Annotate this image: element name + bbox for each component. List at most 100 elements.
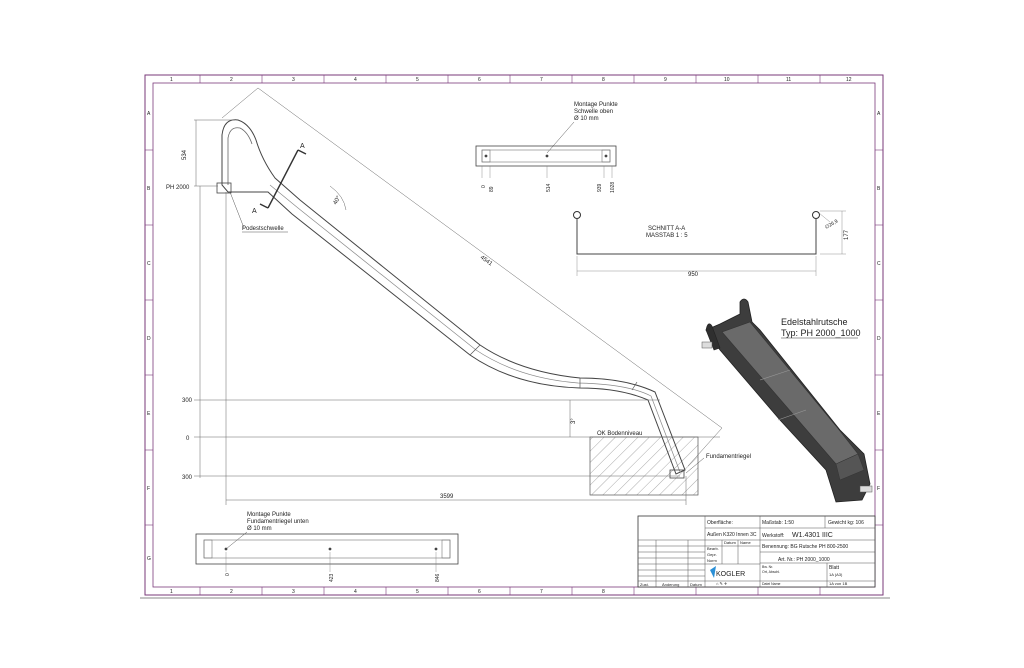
- bottom-note-line2: Fundamentriegel unten: [247, 519, 309, 525]
- handrail-inner: [227, 127, 253, 185]
- column-label: 12: [846, 77, 852, 83]
- side-view: A A 534 PH 2000 4541 40° 3° 300 0 300: [166, 87, 751, 505]
- bottom-note-line3: Ø 10 mm: [247, 526, 272, 532]
- podest-sill: [216, 182, 232, 194]
- row-label: D: [877, 336, 881, 342]
- section-dim-radius: ∅26,9: [824, 218, 839, 230]
- top-dim-89: 89: [489, 186, 495, 192]
- label-fundament: Fundamentriegel: [706, 454, 751, 460]
- tb-rev-datum: Datum: [690, 582, 702, 587]
- logo-text: KOGLER: [716, 571, 745, 578]
- column-label: 9: [664, 77, 667, 83]
- dim-level-0: 0: [186, 436, 190, 442]
- dim-platform-height: PH 2000: [166, 185, 190, 191]
- row-label: D: [147, 336, 151, 342]
- company-logo: KOGLER ⌂ ✎ ✈: [710, 566, 745, 586]
- tb-col-datum: Datum: [724, 540, 736, 545]
- slide-outline: [221, 119, 686, 475]
- label-podest: Podestschwelle: [242, 226, 284, 232]
- label-ok-boden: OK Bodenniveau: [597, 431, 642, 437]
- dim-level-300: 300: [182, 398, 193, 404]
- svg-text:⌂ ✎ ✈: ⌂ ✎ ✈: [716, 581, 728, 586]
- dim-angle-top: 40°: [333, 195, 343, 206]
- column-label: 4: [354, 589, 357, 595]
- tb-small1: Bw. Nr.: [762, 565, 773, 569]
- row-label: C: [147, 261, 151, 267]
- bottom-dim-0: 0: [225, 573, 231, 576]
- tb-row-gepr: Gepr.: [707, 552, 717, 557]
- top-note-line1: Montage Punkte: [574, 102, 618, 108]
- dim-slide-length: 4541: [479, 255, 494, 268]
- tb-blatt: Blatt: [829, 565, 840, 571]
- frame-column-labels: 1 2 3 4 5 6 7 8 9 10 11 12 1 2 3 4 5 6 7…: [170, 77, 852, 595]
- section-dim-width: 950: [688, 272, 699, 278]
- tb-werkstoff-value: W1.4301 IIIC: [792, 532, 833, 539]
- sheet-frame: [140, 74, 890, 599]
- column-label: 4: [354, 77, 357, 83]
- bottom-dim-846: 846: [435, 573, 441, 582]
- row-label: F: [877, 486, 880, 492]
- iso-title-line1: Edelstahlrutsche: [781, 317, 848, 327]
- tb-oberflaeche-label: Oberfläche:: [707, 520, 733, 526]
- column-label: 1: [170, 77, 173, 83]
- tb-art-nr: Art. Nr.: PH 2000_1000: [778, 557, 830, 563]
- row-label: A: [877, 111, 881, 117]
- foundation-bar: [669, 469, 685, 479]
- column-label: 11: [786, 77, 791, 83]
- title-block: Oberfläche: Außen K320 Innen 3C Maßstab:…: [637, 515, 876, 588]
- section-a-a: SCHNITT A-A MASSTAB 1 : 5 950 177 ∅26,9: [573, 210, 850, 278]
- dim-handrail-height: 534: [182, 149, 188, 160]
- row-label: G: [147, 556, 151, 562]
- bottom-note-line1: Montage Punkte: [247, 512, 291, 518]
- column-label: 8: [602, 589, 605, 595]
- column-label: 5: [416, 77, 419, 83]
- dim-level-minus-300: 300: [182, 475, 193, 481]
- column-label: 6: [478, 589, 481, 595]
- row-label: E: [877, 411, 881, 417]
- column-label: 8: [602, 77, 605, 83]
- column-label: 2: [230, 589, 233, 595]
- row-label: B: [877, 186, 881, 192]
- section-marker-top: A: [300, 143, 305, 150]
- row-label: C: [877, 261, 881, 267]
- iso-view: Edelstahlrutsche Typ: PH 2000_1000: [701, 298, 873, 503]
- column-label: 7: [540, 589, 543, 595]
- section-dim-height: 177: [844, 229, 850, 240]
- dim-angle-bottom: 3°: [571, 418, 577, 424]
- ground-hatch: [589, 436, 699, 496]
- bottom-dim-423: 423: [329, 573, 335, 582]
- column-label: 3: [292, 589, 295, 595]
- tb-row-bearb: Bearb.: [707, 546, 719, 551]
- tb-blatt-a: 1A (A3): [829, 572, 843, 577]
- row-label: A: [147, 111, 151, 117]
- tb-row-norm: Norm: [707, 558, 717, 563]
- tb-benennung: Benennung: BG Rutsche PH 800-2500: [762, 544, 848, 550]
- bottom-view-foundation: Montage Punkte Fundamentriegel unten Ø 1…: [195, 512, 459, 582]
- tb-massstab: Maßstab: 1:50: [762, 520, 794, 526]
- column-label: 6: [478, 77, 481, 83]
- column-label: 3: [292, 77, 295, 83]
- tb-blatt-b: 1A von 1B: [829, 581, 848, 586]
- column-label: 10: [724, 77, 730, 83]
- row-label: E: [147, 411, 151, 417]
- top-note-line2: Schwelle oben: [574, 109, 613, 115]
- iso-title-line2: Typ: PH 2000_1000: [781, 328, 861, 338]
- tb-werkstoff-label: Werkstoff:: [762, 533, 784, 539]
- top-note-line3: Ø 10 mm: [574, 116, 599, 122]
- tb-gewicht: Gewicht kg: 106: [828, 520, 864, 526]
- row-label: F: [147, 486, 150, 492]
- top-dim-1028: 1028: [610, 182, 616, 193]
- top-dim-0: 0: [481, 185, 487, 188]
- section-title-line2: MASSTAB 1 : 5: [646, 233, 688, 239]
- frame-ticks: [145, 75, 883, 595]
- tb-col-name: Name: [740, 540, 751, 545]
- top-dim-514: 514: [546, 183, 552, 192]
- section-title-line1: SCHNITT A-A: [648, 226, 685, 232]
- top-dim-939: 939: [597, 183, 603, 192]
- column-label: 1: [170, 589, 173, 595]
- column-label: 5: [416, 589, 419, 595]
- frame-row-labels: A B C D E F G A B C D E F: [147, 111, 881, 562]
- tb-small2: Ort, Abschl.: [762, 570, 780, 574]
